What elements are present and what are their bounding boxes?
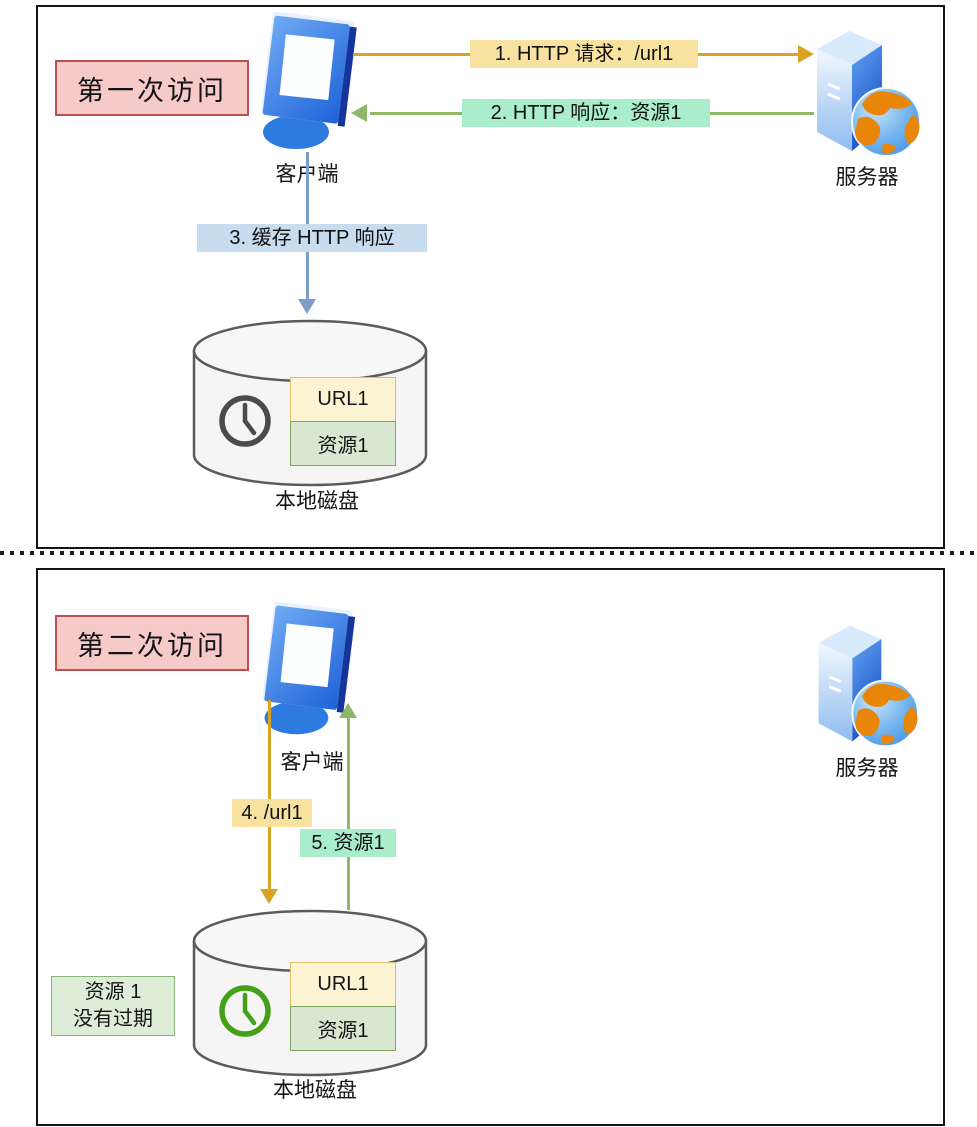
second-visit-title: 第二次访问 bbox=[55, 615, 249, 671]
cache-arrowhead-icon bbox=[298, 299, 316, 314]
clock-icon bbox=[219, 395, 271, 447]
first-visit-title: 第一次访问 bbox=[55, 60, 249, 116]
clock-icon bbox=[219, 985, 271, 1037]
globe-icon bbox=[851, 679, 919, 748]
disk-label: 本地磁盘 bbox=[275, 490, 359, 513]
cache-value-cell: 资源1 bbox=[290, 1006, 396, 1051]
not-expired-note-line2: 没有过期 bbox=[73, 1008, 153, 1030]
cache-step-label: 3. 缓存 HTTP 响应 bbox=[197, 224, 427, 252]
request-step-label: 1. HTTP 请求：/url1 bbox=[470, 40, 698, 68]
first-visit-panel: 第一次访问 客户端 bbox=[36, 5, 945, 549]
client-computer-icon bbox=[260, 12, 357, 149]
cache-value-cell: 资源1 bbox=[290, 421, 396, 466]
disk-request-arrowhead-icon bbox=[260, 889, 278, 904]
disk-label: 本地磁盘 bbox=[273, 1079, 357, 1102]
disk-response-step-label: 5. 资源1 bbox=[300, 829, 396, 857]
cache-key-cell: URL1 bbox=[290, 962, 396, 1007]
client-computer-icon bbox=[262, 602, 356, 735]
section-divider bbox=[0, 551, 977, 555]
second-visit-panel: 第二次访问 客户端 bbox=[36, 568, 945, 1126]
disk-request-arrow-line bbox=[267, 700, 272, 890]
first-visit-title-text: 第一次访问 bbox=[77, 75, 227, 106]
disk-response-arrowhead-icon bbox=[339, 703, 357, 718]
response-arrowhead-icon bbox=[351, 104, 367, 122]
disk-request-step-label: 4. /url1 bbox=[232, 799, 312, 827]
not-expired-note: 资源 1 没有过期 bbox=[51, 976, 175, 1036]
server-label: 服务器 bbox=[835, 757, 899, 780]
client-label: 客户端 bbox=[280, 751, 344, 774]
cache-key-cell: URL1 bbox=[290, 377, 396, 422]
request-arrowhead-icon bbox=[798, 45, 814, 63]
disk-response-arrow-line bbox=[346, 718, 351, 910]
response-step-label: 2. HTTP 响应：资源1 bbox=[462, 99, 710, 127]
globe-icon bbox=[851, 87, 921, 157]
server-icon bbox=[818, 625, 919, 748]
server-label: 服务器 bbox=[835, 166, 899, 189]
second-visit-title-text: 第二次访问 bbox=[77, 630, 227, 661]
not-expired-note-line1: 资源 1 bbox=[84, 981, 142, 1003]
server-icon bbox=[817, 31, 921, 157]
